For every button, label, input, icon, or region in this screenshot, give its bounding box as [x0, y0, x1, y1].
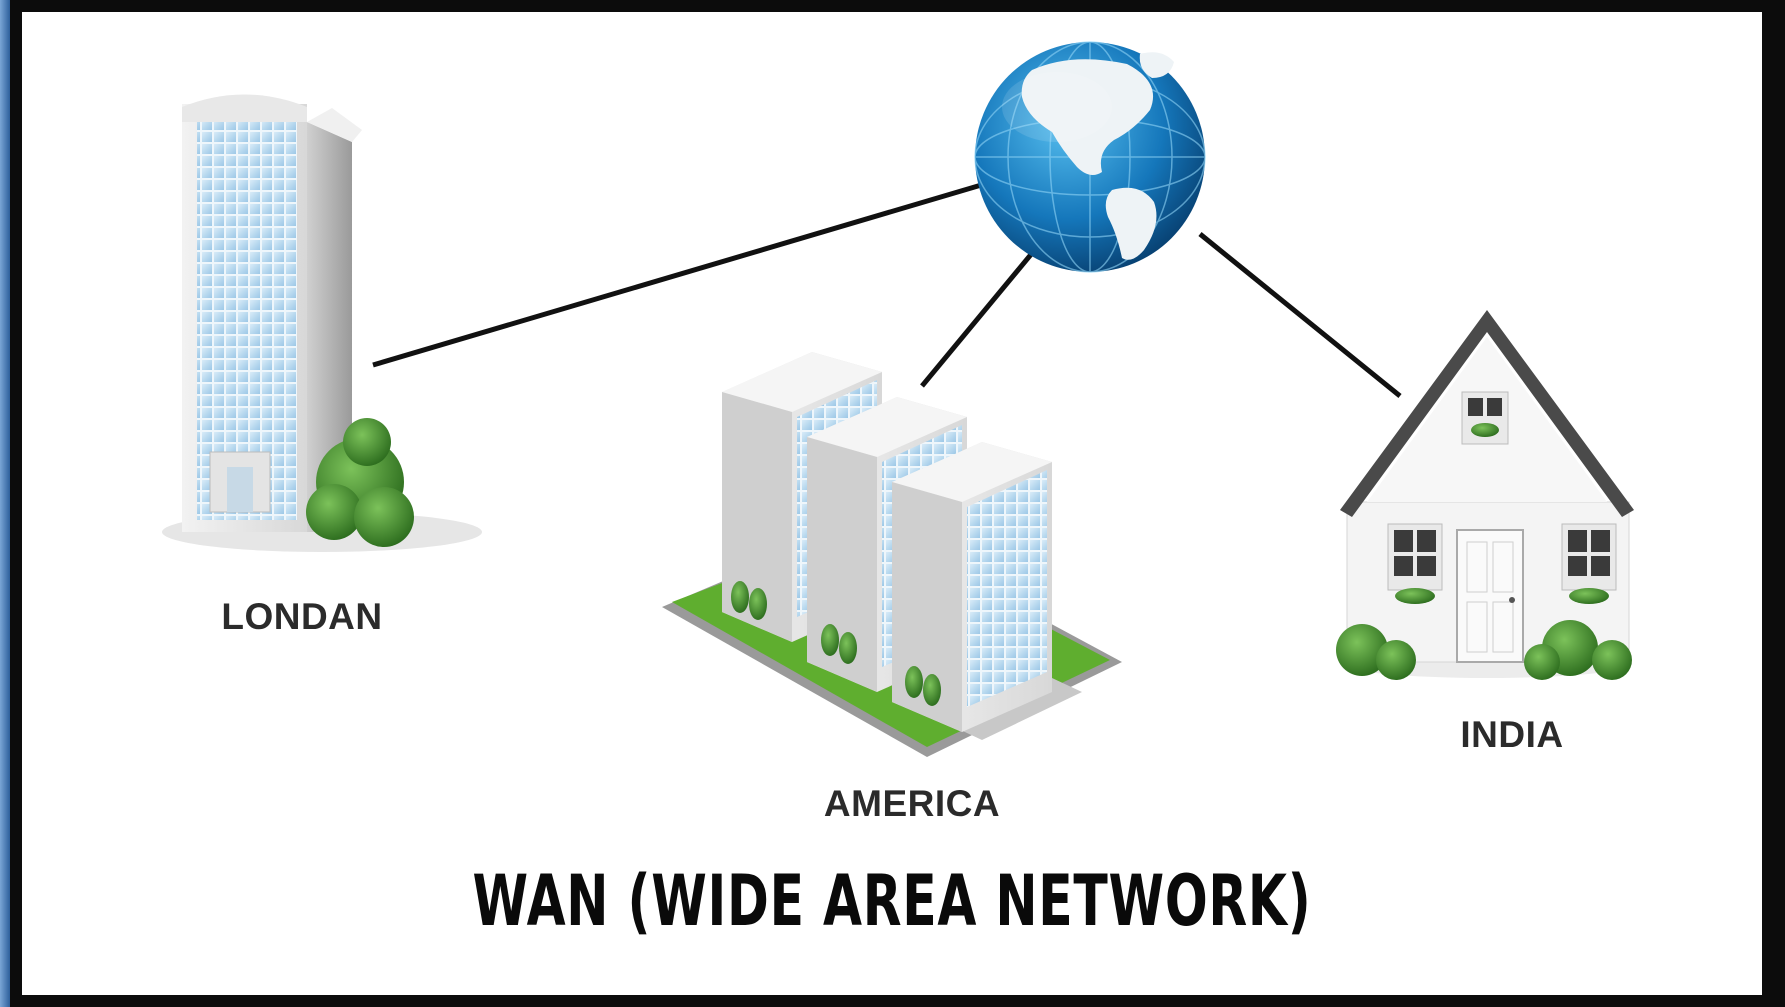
connection-links — [372, 175, 1402, 398]
house-icon — [1336, 310, 1634, 680]
bush-icon — [1336, 620, 1632, 680]
link-america-hub — [920, 250, 1035, 388]
globe-icon — [974, 41, 1206, 273]
continent-shape — [1021, 59, 1154, 176]
diagram-canvas: LONDAN AMERICA INDIA WAN (WIDE AREA NETW… — [22, 12, 1762, 995]
office-tower-icon — [162, 94, 482, 552]
diagram-scene — [162, 41, 1634, 757]
node-label-london: LONDAN — [221, 596, 383, 637]
office-complex-icon — [662, 352, 1122, 757]
tree-icon — [306, 418, 414, 547]
diagram-title: WAN (WIDE AREA NETWORK) — [472, 860, 1312, 942]
link-india-hub — [1198, 232, 1402, 398]
node-label-america: AMERICA — [823, 783, 1001, 824]
link-london-hub — [372, 175, 1006, 368]
frame-edge-left — [0, 0, 10, 1007]
node-label-india: INDIA — [1460, 714, 1564, 755]
